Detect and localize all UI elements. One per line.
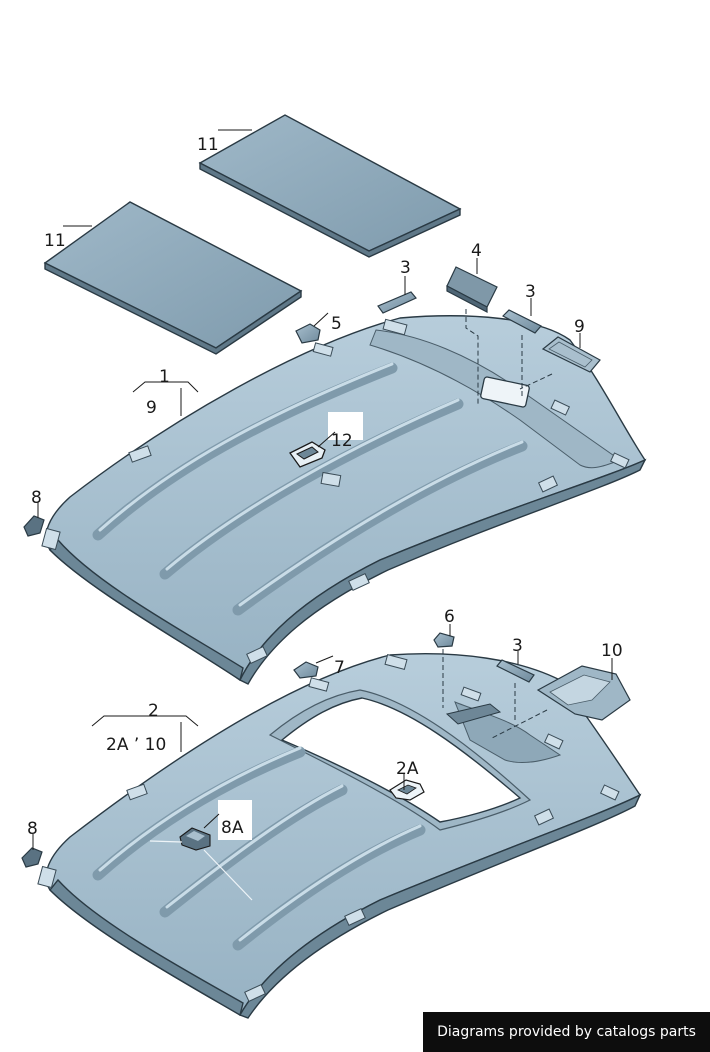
headliner-lower — [37, 653, 642, 1019]
credit-text: Diagrams provided by catalogs parts — [437, 1024, 696, 1040]
light-strip-3b — [502, 309, 542, 334]
light-strip-3a — [377, 291, 417, 314]
leader-line-1 — [132, 381, 199, 393]
callout-11b: 11 — [44, 231, 66, 251]
callout-8a2: 8A — [221, 818, 244, 838]
callout-3b: 3 — [525, 282, 536, 302]
leader-line-8a2 — [203, 813, 220, 829]
sunroof-panel-rear — [198, 114, 462, 258]
light-strip-3c — [496, 659, 535, 683]
callout-10: 10 — [601, 641, 623, 661]
credit-banner: Diagrams provided by catalogs parts — [423, 1012, 710, 1052]
guide-line-10 — [491, 709, 548, 739]
guide-line-9 — [519, 373, 553, 390]
callout-6: 6 — [444, 607, 455, 627]
leader-line-12 — [317, 431, 336, 448]
callout-3a: 3 — [400, 258, 411, 278]
clip-8-upper — [23, 515, 45, 537]
callout-8b: 8 — [27, 819, 38, 839]
leader-line-2 — [91, 715, 199, 727]
clip-8-lower — [21, 847, 43, 868]
sunroof-panel-front — [43, 201, 303, 355]
callout-12: 12 — [331, 431, 353, 451]
callout-9b: 9 — [146, 398, 157, 418]
callout-9a: 9 — [574, 317, 585, 337]
callout-7: 7 — [334, 658, 345, 678]
callout-5: 5 — [331, 314, 342, 334]
callout-3c: 3 — [512, 636, 523, 656]
callout-11a: 11 — [197, 135, 219, 155]
headliner-upper — [41, 315, 647, 685]
module-4 — [446, 266, 498, 313]
callout-2: 2 — [148, 701, 159, 721]
cover-9 — [541, 336, 601, 373]
callout-4: 4 — [471, 241, 482, 261]
callout-2a: 2A — [396, 759, 419, 779]
callout-2a-10: 2A ’ 10 — [106, 735, 166, 755]
clip-7 — [293, 661, 319, 679]
guide-line-4 — [465, 309, 479, 405]
leader-line-7 — [315, 655, 334, 664]
leader-line-5 — [313, 312, 329, 327]
clip-5 — [295, 323, 321, 344]
callout-1: 1 — [159, 367, 170, 387]
control-unit-10 — [536, 665, 631, 721]
callout-8a: 8 — [31, 488, 42, 508]
clip-6 — [433, 632, 455, 648]
